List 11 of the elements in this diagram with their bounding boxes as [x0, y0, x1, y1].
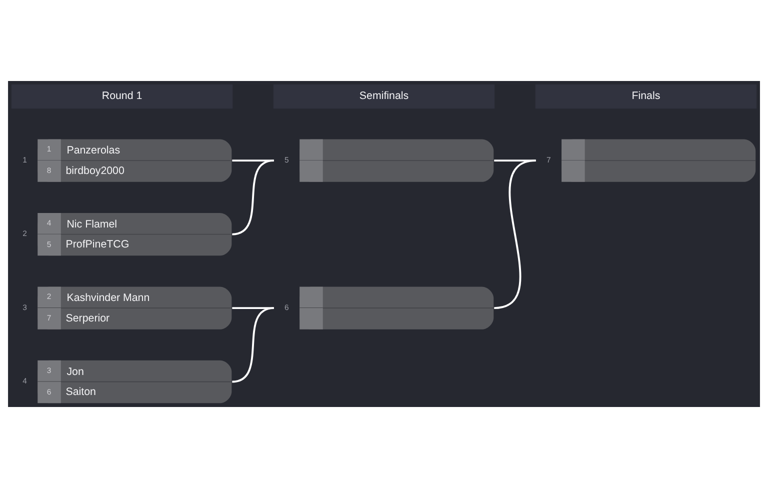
node-label: 1 — [22, 155, 27, 164]
node-label: 7 — [546, 155, 551, 164]
connector — [232, 160, 274, 162]
node-label: 5 — [284, 155, 289, 164]
node-label: 2 — [22, 229, 27, 238]
node-label: 3 — [22, 302, 27, 312]
node-label: 6 — [284, 302, 289, 312]
connector — [494, 160, 536, 309]
connector — [232, 307, 274, 383]
node-label: 4 — [22, 376, 27, 386]
connector — [232, 160, 274, 236]
